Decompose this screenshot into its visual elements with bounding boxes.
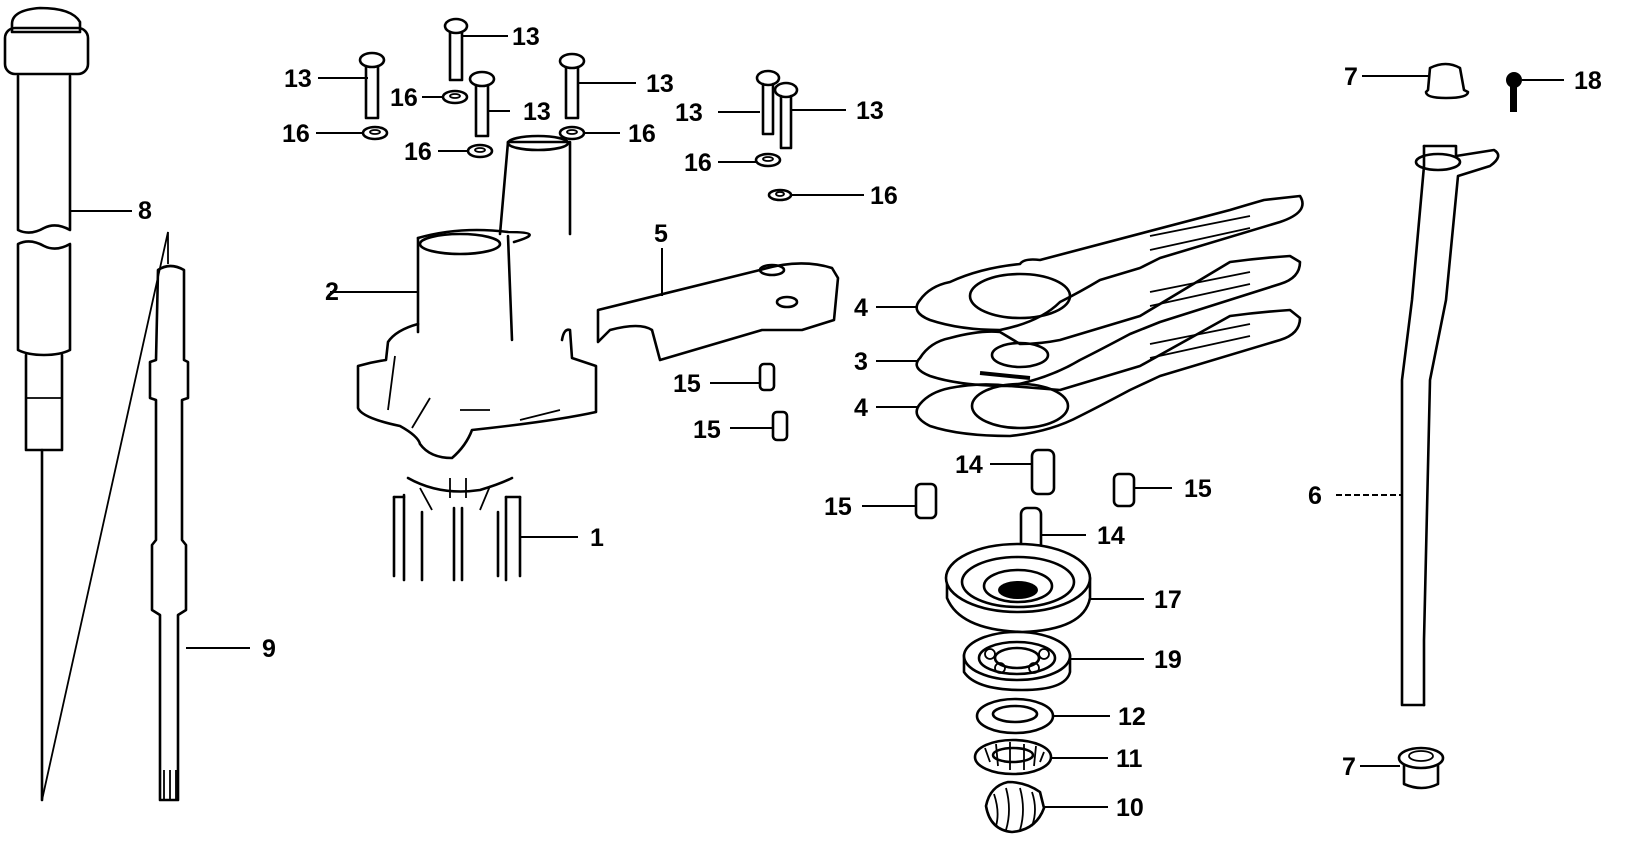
- oil-seal: [944, 542, 1092, 634]
- callout-13: 13: [646, 70, 674, 98]
- callout-16: 16: [870, 182, 898, 210]
- screw: [1506, 72, 1522, 112]
- callout-6: 6: [1308, 482, 1322, 510]
- pinion-gear: [984, 780, 1046, 834]
- callout-5: 5: [654, 220, 668, 248]
- collar: [1112, 472, 1136, 508]
- collar: [914, 482, 938, 520]
- callout-15: 15: [824, 493, 852, 521]
- washer: [466, 143, 494, 159]
- washer: [767, 188, 793, 202]
- callout-15: 15: [673, 370, 701, 398]
- washer: [441, 89, 469, 105]
- callout-12: 12: [1118, 703, 1146, 731]
- callout-13: 13: [512, 23, 540, 51]
- ball-bearing: [962, 630, 1072, 692]
- callout-16: 16: [684, 149, 712, 177]
- callout-11: 11: [1116, 745, 1143, 773]
- callout-1: 1: [590, 524, 604, 552]
- thrust-washer: [975, 697, 1055, 735]
- callout-16: 16: [404, 138, 432, 166]
- collar: [771, 410, 789, 442]
- callout-16: 16: [282, 120, 310, 148]
- grommet-bottom: [1397, 746, 1445, 790]
- drive-shaft-housing: [3, 6, 90, 802]
- gasket-upper: [915, 194, 1304, 332]
- callout-8: 8: [138, 197, 152, 225]
- callout-2: 2: [325, 278, 339, 306]
- washer: [754, 152, 782, 168]
- callout-15: 15: [1184, 475, 1212, 503]
- callout-10: 10: [1116, 794, 1144, 822]
- callout-16: 16: [390, 84, 418, 112]
- drive-shaft: [148, 264, 190, 802]
- plate: [915, 254, 1302, 388]
- callout-13: 13: [856, 97, 884, 125]
- callout-14: 14: [955, 451, 983, 479]
- shaft-guide-line: [41, 231, 169, 801]
- collar: [758, 362, 776, 392]
- callout-15: 15: [693, 416, 721, 444]
- water-tube: [1400, 144, 1500, 707]
- impeller: [392, 476, 522, 582]
- callout-16: 16: [628, 120, 656, 148]
- bolt: [468, 70, 496, 138]
- pump-housing: [356, 134, 598, 460]
- callout-13: 13: [523, 98, 551, 126]
- callout-19: 19: [1154, 646, 1182, 674]
- grommet-top: [1424, 62, 1470, 100]
- callout-9: 9: [262, 635, 276, 663]
- callout-13: 13: [675, 99, 703, 127]
- callout-7: 7: [1342, 753, 1356, 781]
- gasket-lower: [915, 308, 1302, 438]
- callout-3: 3: [854, 348, 868, 376]
- bolt: [773, 81, 799, 150]
- washer: [361, 125, 389, 141]
- callout-13: 13: [284, 65, 312, 93]
- callout-4: 4: [854, 394, 868, 422]
- bolt: [755, 69, 781, 136]
- cover: [596, 262, 840, 362]
- callout-4: 4: [854, 294, 868, 322]
- callout-14: 14: [1097, 522, 1125, 550]
- thrust-bearing: [973, 738, 1053, 776]
- bolt: [358, 51, 386, 120]
- dowel-pin: [1030, 448, 1056, 496]
- washer: [558, 125, 586, 141]
- callout-18: 18: [1574, 67, 1602, 95]
- callout-7: 7: [1344, 63, 1358, 91]
- callout-17: 17: [1154, 586, 1182, 614]
- bolt: [443, 17, 469, 82]
- bolt: [558, 52, 586, 120]
